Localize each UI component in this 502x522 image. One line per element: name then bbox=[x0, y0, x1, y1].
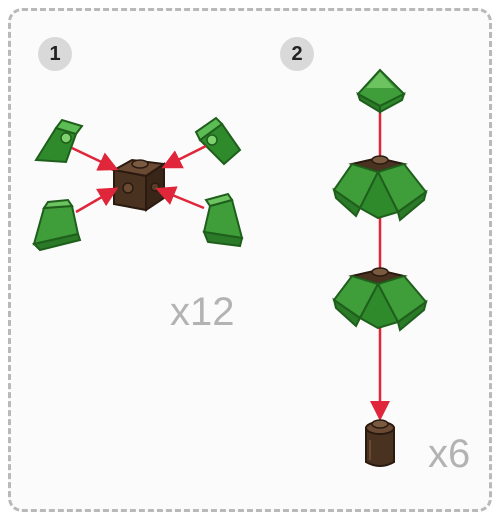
brown-round-brick-icon bbox=[365, 419, 395, 467]
arrow bbox=[155, 186, 205, 210]
green-slope-brick-icon bbox=[32, 198, 82, 252]
green-slope-brick-icon bbox=[202, 192, 244, 248]
instruction-panel bbox=[8, 8, 492, 512]
step-2-badge: 2 bbox=[280, 37, 314, 71]
arrow bbox=[161, 144, 207, 169]
step-1-quantity: x12 bbox=[170, 290, 235, 334]
arrow bbox=[71, 146, 119, 171]
green-slope-cluster-icon bbox=[332, 155, 428, 222]
green-cone-brick-icon bbox=[356, 68, 406, 114]
step-1-badge: 1 bbox=[38, 37, 72, 71]
step-2-quantity: x6 bbox=[428, 432, 471, 476]
green-slope-brick-icon bbox=[34, 118, 84, 164]
green-slope-brick-icon bbox=[194, 116, 242, 166]
green-slope-cluster-icon bbox=[332, 267, 428, 332]
brown-headlight-brick-icon bbox=[111, 158, 167, 212]
arrow bbox=[75, 187, 119, 214]
step-2-assembly bbox=[332, 68, 428, 467]
step-1-assembly bbox=[32, 116, 244, 252]
